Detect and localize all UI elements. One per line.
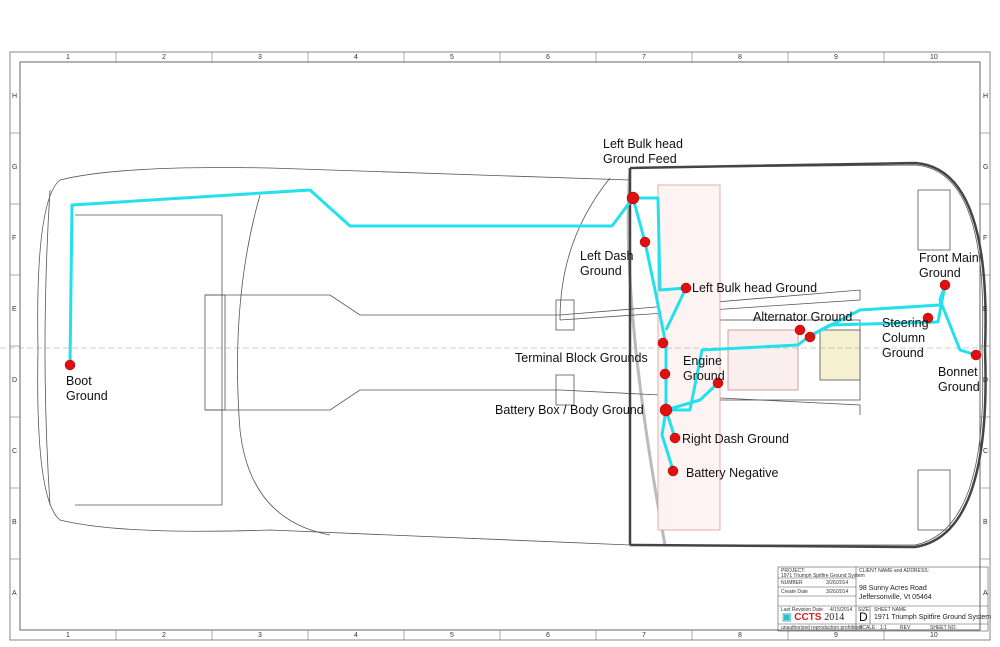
ccts-logo: ▣ CCTS 2014: [782, 612, 844, 623]
notice: unauthorized reproduction prohibited: [781, 625, 863, 631]
ground-point-engine: [712, 377, 724, 389]
grid-row-label: H: [983, 93, 989, 100]
address-line-1: 98 Sunny Acres Road: [859, 585, 927, 592]
grid-col-label: 5: [450, 632, 454, 639]
scale-label: SCALE: [859, 625, 876, 631]
grid-row-label: E: [12, 306, 17, 313]
grid-row-label: A: [12, 590, 17, 597]
grid-col-label: 9: [834, 54, 838, 61]
project-label: PROJECT:: [781, 568, 806, 574]
label-boot: Boot Ground: [66, 374, 108, 403]
ground-point-bonnet: [970, 349, 982, 361]
grid-col-label: 1: [66, 54, 70, 61]
label-battery-box: Battery Box / Body Ground: [495, 403, 644, 417]
grid-row-label: C: [12, 448, 18, 455]
label-left-bulkhead-feed: Left Bulk head Ground Feed: [603, 137, 683, 166]
grid-row-label: D: [983, 377, 989, 384]
grid-marks: [10, 52, 990, 640]
label-terminal-block: Terminal Block Grounds: [515, 351, 648, 365]
grid-row-label: C: [983, 448, 989, 455]
grid-row-label: A: [983, 590, 988, 597]
label-right-dash: Right Dash Ground: [682, 432, 790, 446]
project-name: 1971 Triumph Spitfire Ground System: [781, 573, 865, 579]
revision-label: Last Revision Date: [781, 607, 823, 613]
grid-row-label: B: [12, 519, 17, 526]
number-label: NUMBER: [781, 580, 803, 586]
label-left-bulkhead: Left Bulk head Ground: [692, 281, 818, 295]
label-bonnet: Bonnet Ground: [938, 365, 980, 394]
rev-label: REV: [900, 625, 911, 631]
grid-col-label: 5: [450, 54, 454, 61]
grid-row-label: H: [12, 93, 18, 100]
ground-point-terminal-block-2: [659, 368, 671, 380]
label-left-dash: Left Dash Ground: [580, 249, 634, 278]
grid-row-label: E: [983, 306, 988, 313]
ground-point-steering: [922, 312, 934, 324]
client-label: CLIENT NAME and ADDRESS:: [859, 568, 929, 574]
grid-row-label: F: [983, 235, 988, 242]
ground-point-front-main: [939, 279, 951, 291]
grid-col-label: 2: [162, 632, 166, 639]
grid-col-label: 1: [66, 632, 70, 639]
grid-col-label: 3: [258, 632, 262, 639]
size-label: SIZE: [858, 607, 870, 613]
grid-col-label: 6: [546, 632, 550, 639]
label-steering: Steering Column Ground: [882, 316, 929, 360]
number-date: 3/26/2014: [826, 580, 849, 586]
grid-col-label: 10: [930, 632, 938, 639]
ground-point-right-dash: [669, 432, 681, 444]
grid-row-label: G: [983, 164, 989, 171]
ground-point-terminal-block-1: [657, 337, 669, 349]
front-body-outline: [628, 161, 987, 549]
revision-date: 4/15/2014: [830, 607, 853, 613]
sheet-name-label: SHEET NAME: [874, 607, 907, 613]
grid-col-label: 6: [546, 54, 550, 61]
grid-col-label: 8: [738, 54, 742, 61]
sheet-no-label: SHEET NO.: [930, 625, 957, 631]
logo-year: 2014: [824, 612, 845, 623]
grid-row-label: G: [12, 164, 18, 171]
grid-col-label: 3: [258, 54, 262, 61]
title-block-frame: [777, 566, 989, 632]
label-engine: Engine Ground: [683, 354, 725, 383]
grid-row-label: B: [983, 519, 988, 526]
sheet-name: 1971 Triumph Spitfire Ground System: [874, 614, 992, 621]
address-line-2: Jeffersonville, Vt 05464: [859, 594, 932, 601]
create-date: 3/26/2014: [826, 589, 849, 595]
car-outline: [37, 164, 984, 546]
grid-col-label: 4: [354, 54, 358, 61]
grid-col-label: 9: [834, 632, 838, 639]
ground-point-alternator-2: [804, 331, 816, 343]
grid-col-label: 4: [354, 632, 358, 639]
grid-col-label: 2: [162, 54, 166, 61]
grid-col-label: 8: [738, 632, 742, 639]
logo-text: CCTS: [794, 612, 822, 623]
label-front-main: Front Main Ground: [919, 251, 979, 280]
logo-mark-icon: ▣: [782, 612, 795, 623]
ground-point-alternator-1: [794, 324, 806, 336]
ground-point-left-bulkhead: [680, 282, 692, 294]
label-battery-negative: Battery Negative: [686, 466, 779, 480]
ground-point-left-dash: [639, 236, 651, 248]
scale-value: 1:1: [880, 625, 887, 631]
label-alternator: Alternator Ground: [753, 310, 853, 324]
create-label: Create Date: [781, 589, 808, 595]
grid-col-label: 7: [642, 632, 646, 639]
grid-row-label: D: [12, 377, 18, 384]
grid-row-label: F: [12, 235, 17, 242]
ground-point-battery-negative: [667, 465, 679, 477]
ground-points: [64, 191, 982, 477]
ground-point-battery-box: [659, 403, 673, 417]
size-value: D: [859, 610, 868, 624]
grid-col-label: 7: [642, 54, 646, 61]
ground-point-left-bulkhead-feed: [626, 191, 640, 205]
grid-col-label: 10: [930, 54, 938, 61]
ground-point-boot: [64, 359, 76, 371]
